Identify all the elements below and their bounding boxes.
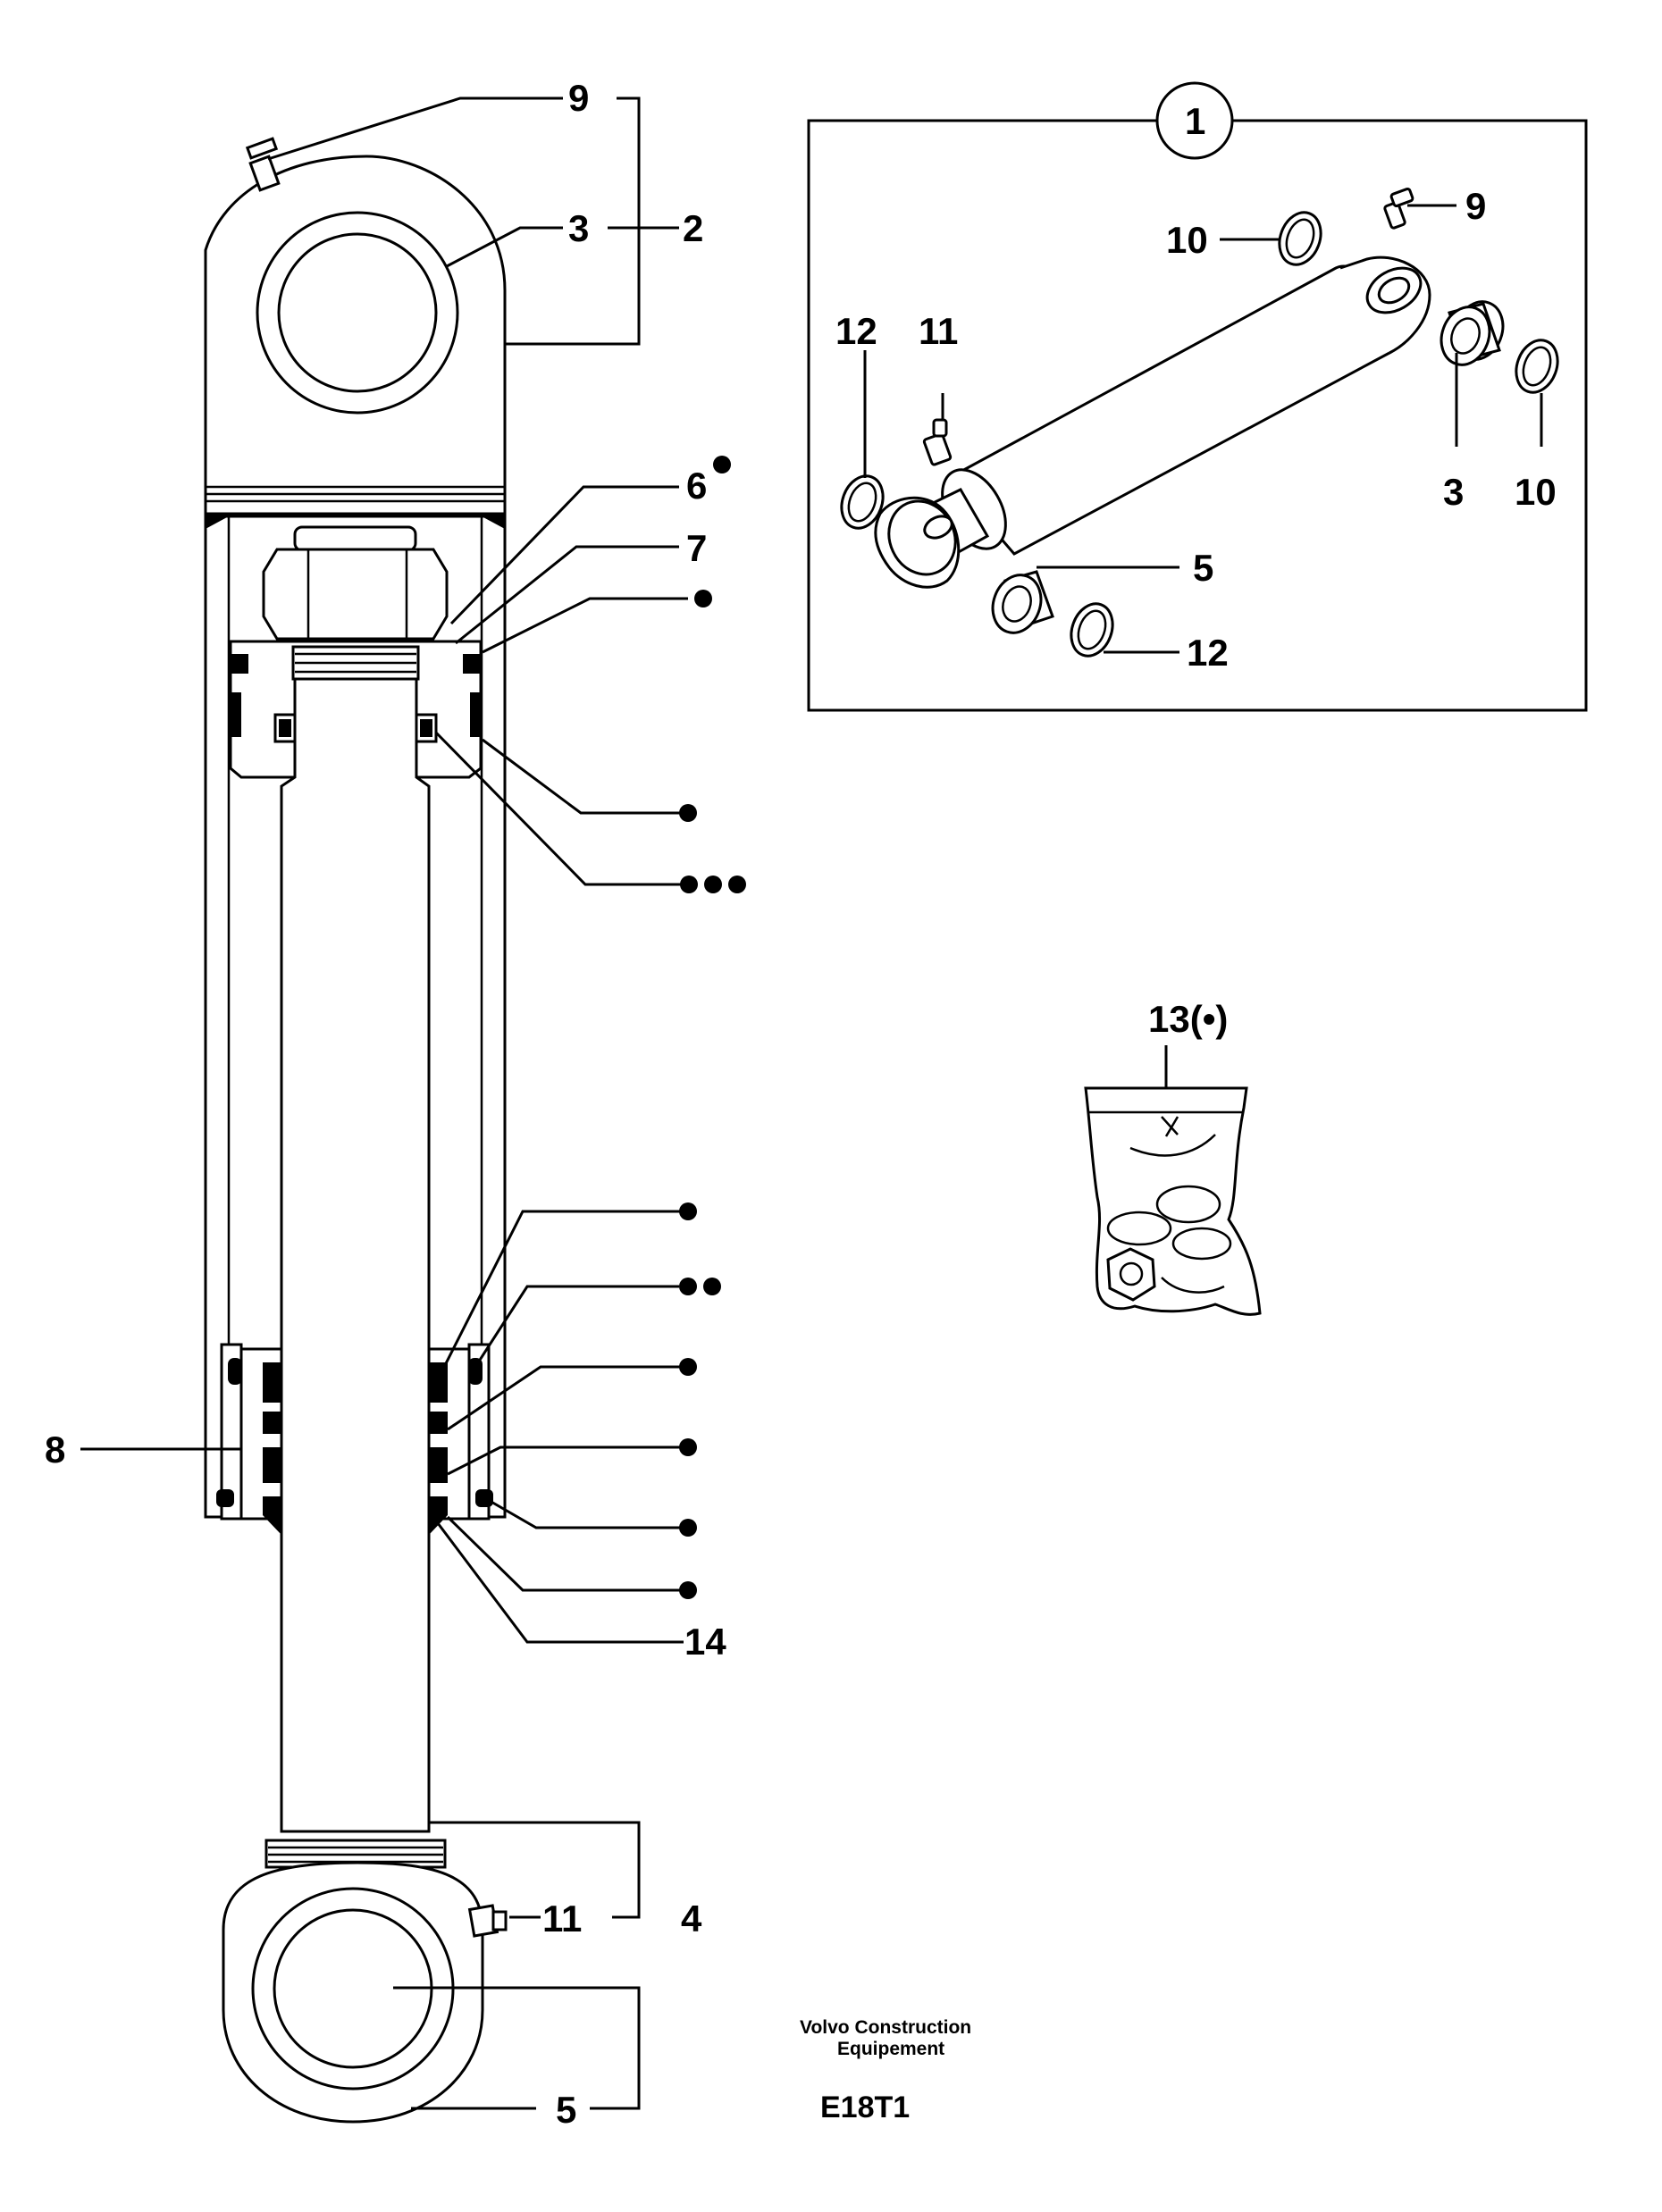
piston-nut <box>262 525 449 641</box>
inset-nipple-9 <box>1383 188 1414 230</box>
callout-11-bottom: 11 <box>542 1898 582 1940</box>
callout-5-bottom: 5 <box>556 2089 576 2131</box>
inset-badge-number: 1 <box>1185 100 1205 142</box>
drawing-code: E18T1 <box>820 2091 910 2124</box>
inset-badge <box>1155 81 1234 160</box>
inset-washer-12-left <box>840 474 885 530</box>
seal-kit-bag: 13(•) <box>1084 998 1262 1316</box>
inset-nipple-11 <box>922 418 953 466</box>
inset-callout-12-bottom: 12 <box>1187 632 1229 674</box>
inset-washer-10-top <box>1278 211 1322 266</box>
inset-bushing-3 <box>1440 300 1505 366</box>
inset-bushing-5 <box>991 570 1054 634</box>
inset-washer-12-bottom <box>1070 602 1114 658</box>
seal-kit-dot-c3 <box>728 876 746 893</box>
grease-nipple-bottom <box>467 1904 508 1938</box>
inset-callout-11: 11 <box>919 310 958 352</box>
seal-kit-dot-d <box>679 1202 697 1220</box>
seal-kit-dot-i <box>679 1581 697 1599</box>
seal-kit-dot-a <box>694 590 712 607</box>
maker-line-1: Volvo Construction <box>800 2017 971 2038</box>
inset-washer-10-right <box>1515 339 1559 394</box>
callout-3-top: 3 <box>568 207 589 249</box>
callout-2-top: 2 <box>683 207 703 249</box>
inset-callout-3: 3 <box>1443 471 1464 513</box>
seal-kit-dot-e1 <box>679 1278 697 1295</box>
main-leader-lines <box>80 96 688 2110</box>
inset-panel: 1 <box>807 81 1588 712</box>
inset-callout-5: 5 <box>1193 547 1213 589</box>
seal-kit-dot-b <box>679 804 697 822</box>
cylinder-barrel-assembly <box>204 137 508 2124</box>
piston-rod <box>280 677 431 1833</box>
seal-kit-dot-e2 <box>703 1278 721 1295</box>
title-block: Volvo Construction Equipement E18T1 <box>800 2017 971 2124</box>
inset-callout-10-right: 10 <box>1515 471 1557 513</box>
callout-14: 14 <box>684 1621 726 1663</box>
inset-cylinder <box>874 256 1431 589</box>
seal-kit-dot-g <box>679 1438 697 1456</box>
seal-kit-dot-f <box>679 1358 697 1376</box>
grease-nipple-top <box>245 137 281 192</box>
rod-end-eye <box>222 1839 484 2124</box>
seal-kit-dot-6 <box>713 456 731 473</box>
maker-line-2: Equipement <box>837 2039 944 2059</box>
seal-kit-dot-h <box>679 1519 697 1537</box>
inset-callout-12-left: 12 <box>835 310 877 352</box>
seal-kit-dot-c2 <box>704 876 722 893</box>
seal-kit-dot-c1 <box>680 876 698 893</box>
kit-label: 13(•) <box>1148 998 1228 1040</box>
callout-9-top: 9 <box>568 77 589 119</box>
inset-callout-9: 9 <box>1465 185 1486 227</box>
inset-callout-10-top: 10 <box>1166 219 1208 261</box>
callout-7: 7 <box>686 527 707 569</box>
callout-6: 6 <box>686 465 707 507</box>
callout-8: 8 <box>45 1429 65 1470</box>
cylinder-gland <box>216 1343 493 1535</box>
callout-4-bottom: 4 <box>681 1898 702 1940</box>
